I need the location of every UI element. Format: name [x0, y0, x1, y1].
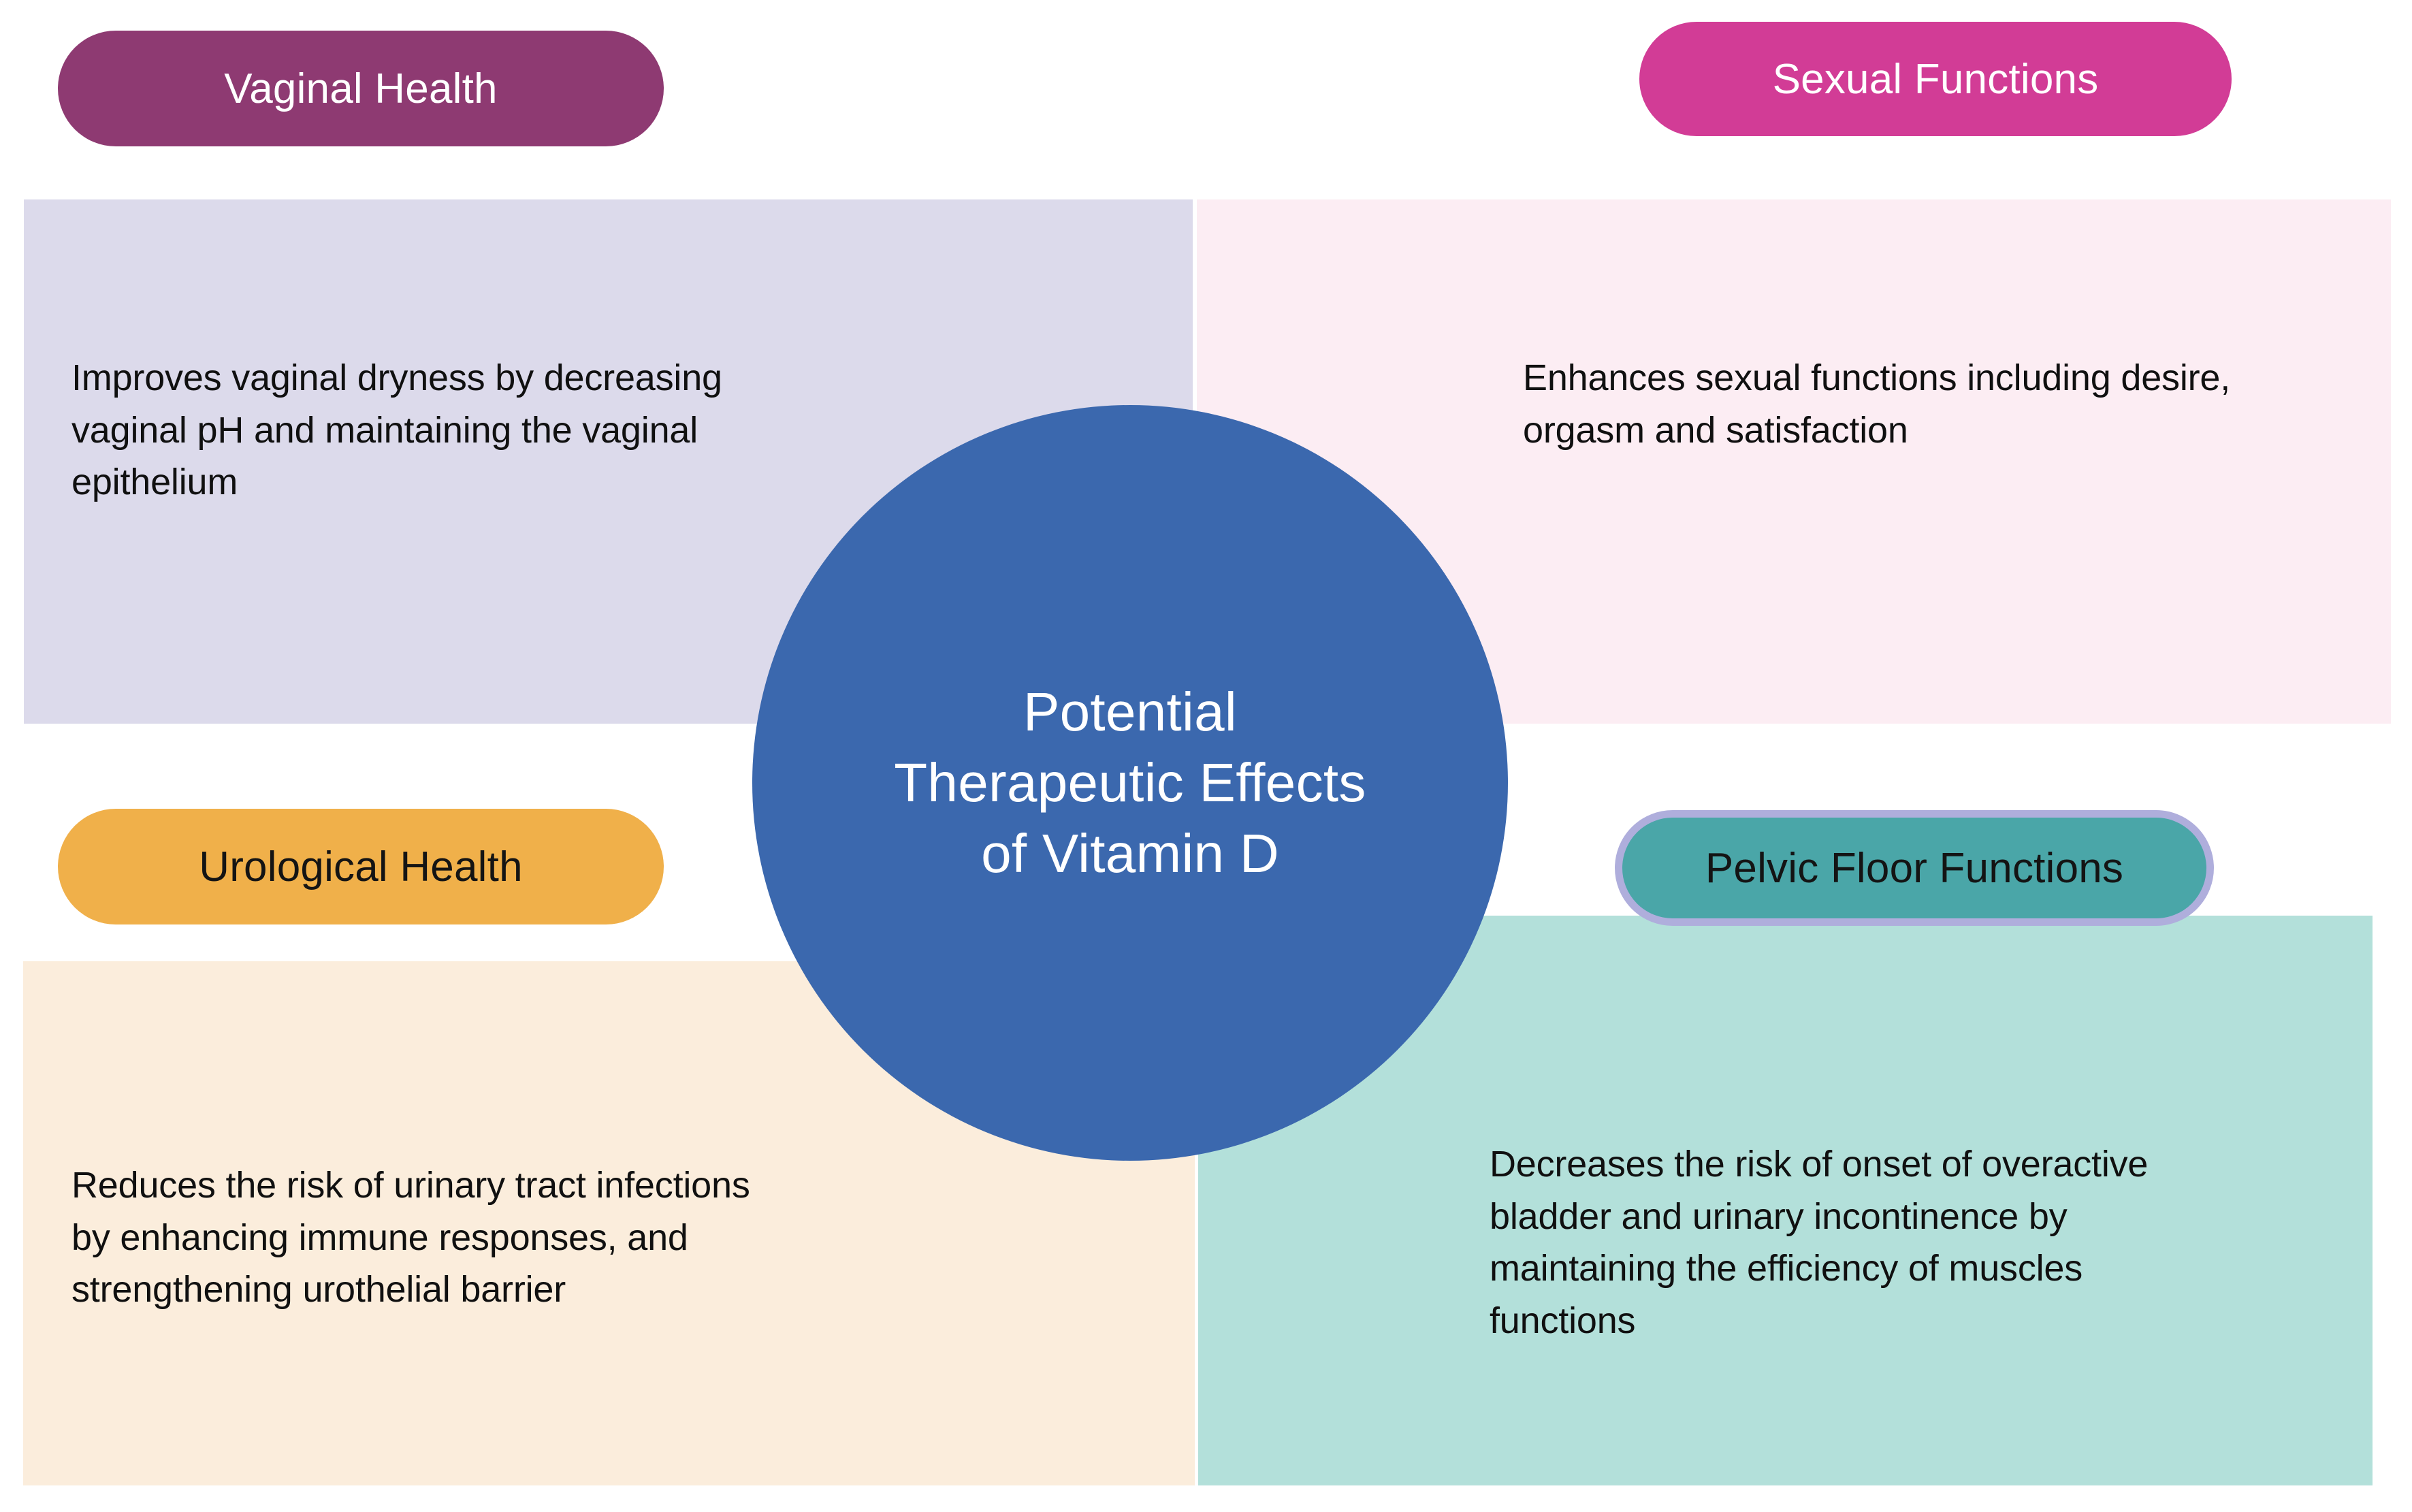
label-pill-urological-health-text: Urological Health	[199, 843, 523, 890]
body-text-urological-health: Reduces the risk of urinary tract infect…	[71, 1165, 750, 1310]
body-text-pelvic-floor-functions: Decreases the risk of onset of overactiv…	[1490, 1144, 2149, 1342]
label-pill-vaginal-health[interactable]: Vaginal Health	[58, 31, 664, 146]
label-pill-pelvic-floor-functions-text: Pelvic Floor Functions	[1705, 844, 2124, 892]
body-text-sexual-functions: Enhances sexual functions including desi…	[1523, 357, 2231, 451]
label-pill-vaginal-health-text: Vaginal Health	[224, 65, 498, 112]
body-text-vaginal-health: Improves vaginal dryness by decreasing v…	[71, 357, 722, 503]
label-pill-urological-health[interactable]: Urological Health	[58, 809, 664, 924]
center-circle-label: Potential Therapeutic Effects of Vitamin…	[894, 681, 1366, 884]
label-pill-pelvic-floor-functions[interactable]: Pelvic Floor Functions	[1615, 810, 2214, 926]
label-pill-sexual-functions-text: Sexual Functions	[1772, 55, 2099, 103]
label-pill-sexual-functions[interactable]: Sexual Functions	[1639, 22, 2232, 136]
center-circle[interactable]: Potential Therapeutic Effects of Vitamin…	[752, 405, 1508, 1161]
